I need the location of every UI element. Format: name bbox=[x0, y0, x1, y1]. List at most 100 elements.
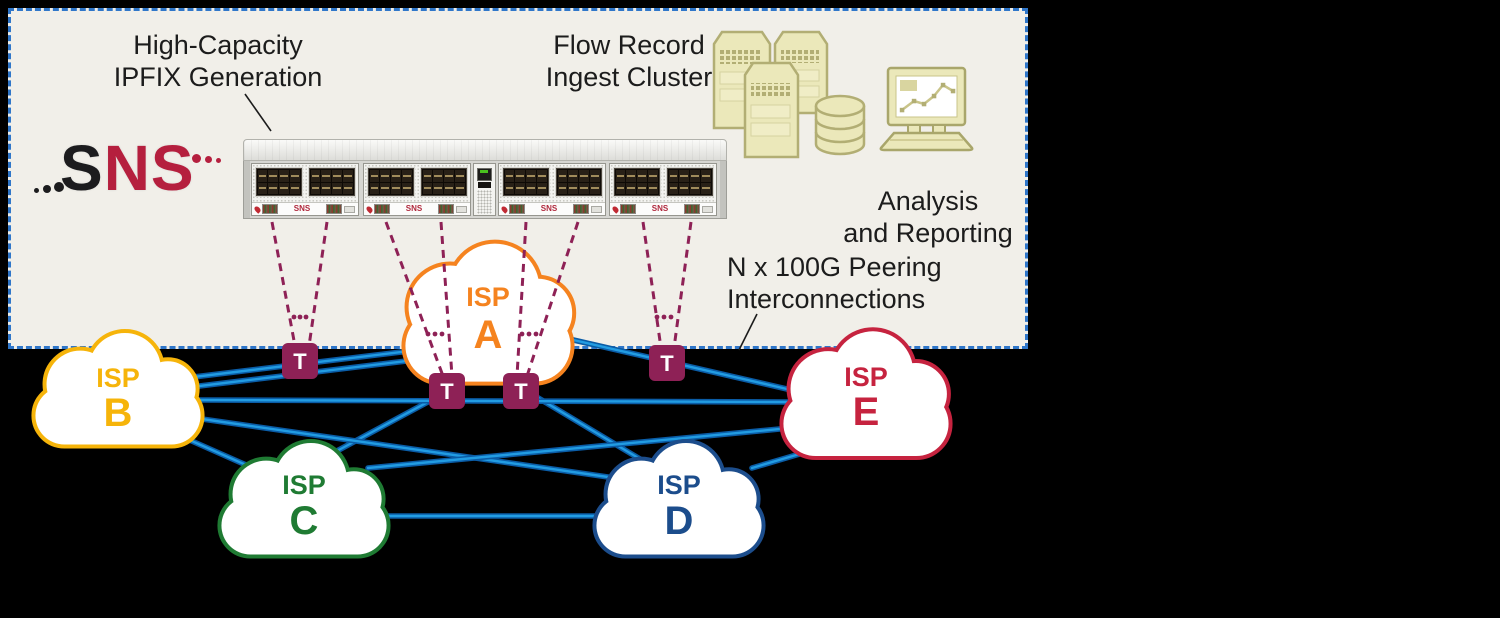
tap-box bbox=[649, 345, 685, 381]
link-A-C bbox=[332, 372, 481, 455]
link-core bbox=[503, 376, 647, 464]
cloud-fill bbox=[783, 391, 949, 457]
link-core bbox=[198, 398, 790, 404]
qsfp-port bbox=[526, 170, 536, 182]
ipfix-switch-appliance: SNS SNS SNS SNS bbox=[243, 139, 727, 219]
brand-flame-icon bbox=[500, 204, 509, 214]
qsfp-port bbox=[579, 170, 589, 182]
mini-brand-label: SNS bbox=[540, 204, 558, 213]
cloud-outline bbox=[228, 456, 304, 532]
qsfp-port bbox=[700, 170, 711, 182]
tap-label: T bbox=[293, 349, 307, 374]
qsfp-port bbox=[579, 182, 589, 194]
cloud-outline bbox=[136, 357, 200, 421]
mini-brand-label: SNS bbox=[293, 204, 311, 213]
link-B-D bbox=[192, 415, 618, 481]
vent-holes bbox=[477, 190, 492, 214]
logo-dot bbox=[216, 158, 221, 163]
qsfp-port bbox=[557, 170, 568, 182]
link-core bbox=[366, 426, 792, 470]
peering-label-line2: Interconnections bbox=[727, 283, 926, 314]
link-A-B bbox=[155, 350, 476, 394]
logo-dot bbox=[54, 182, 64, 192]
cloud-letter: E bbox=[853, 390, 880, 434]
tap-label: T bbox=[514, 379, 528, 404]
qsfp-port bbox=[557, 182, 568, 194]
qsfp-port bbox=[257, 182, 268, 194]
cloud-fill bbox=[326, 471, 382, 527]
cloud-outline bbox=[42, 346, 118, 422]
switch-port-module: SNS bbox=[609, 163, 717, 216]
qsfp-port bbox=[647, 182, 658, 194]
cloud-outline bbox=[270, 438, 351, 519]
peering-links bbox=[149, 333, 823, 519]
cloud-letter: B bbox=[104, 391, 133, 435]
module-label-strip: SNS bbox=[252, 202, 358, 215]
peering-interconnections-label: N x 100G Peering Interconnections bbox=[727, 252, 942, 316]
optical-tap: T bbox=[503, 373, 539, 409]
qsfp-port bbox=[568, 182, 578, 194]
qsfp-port bbox=[369, 182, 380, 194]
qsfp-port bbox=[454, 182, 465, 194]
qsfp-port bbox=[647, 170, 658, 182]
qsfp-port bbox=[615, 182, 626, 194]
qsfp-port-block bbox=[420, 168, 467, 196]
qsfp-port bbox=[391, 170, 401, 182]
server-cluster-icon bbox=[708, 26, 868, 166]
module-label-strip: SNS bbox=[610, 202, 716, 215]
cloud-fill bbox=[790, 351, 866, 427]
module-tag bbox=[344, 205, 355, 213]
qsfp-port bbox=[433, 170, 443, 182]
qsfp-port bbox=[536, 182, 547, 194]
status-led-grid bbox=[684, 204, 700, 214]
qsfp-port bbox=[289, 170, 300, 182]
qsfp-port bbox=[279, 170, 289, 182]
qsfp-port bbox=[422, 170, 433, 182]
cloud-label: ISP bbox=[96, 363, 140, 393]
cloud-fill bbox=[649, 442, 722, 515]
tap-box bbox=[503, 373, 539, 409]
qsfp-port bbox=[589, 170, 600, 182]
cloud-outline bbox=[592, 492, 766, 559]
logo-dot bbox=[43, 185, 51, 193]
link-A-D bbox=[502, 375, 648, 465]
link-core bbox=[183, 436, 264, 474]
qsfp-port-block bbox=[255, 168, 302, 196]
cloud-outline bbox=[645, 438, 726, 519]
qsfp-port bbox=[279, 182, 289, 194]
tap-box bbox=[429, 373, 465, 409]
mgmt-ethernet-port bbox=[477, 168, 492, 181]
qsfp-port bbox=[332, 182, 342, 194]
cloud-label: ISP bbox=[844, 362, 888, 392]
status-led-grid bbox=[326, 204, 342, 214]
status-led-grid bbox=[262, 204, 278, 214]
qsfp-port bbox=[289, 182, 300, 194]
brand-flame-icon bbox=[365, 204, 374, 214]
switch-mgmt-section bbox=[473, 163, 496, 216]
logo-dot bbox=[205, 156, 212, 163]
optical-tap: T bbox=[429, 373, 465, 409]
link-core bbox=[750, 446, 822, 470]
switch-port-module: SNS bbox=[363, 163, 471, 216]
cloud-outline bbox=[217, 492, 391, 559]
cloud-fill bbox=[35, 386, 201, 445]
ingest-label-line1: Flow Record bbox=[553, 30, 705, 60]
analysis-label-line1: Analysis bbox=[877, 186, 979, 216]
module-label-strip: SNS bbox=[499, 202, 605, 215]
qsfp-port bbox=[589, 182, 600, 194]
qsfp-port-block bbox=[613, 168, 660, 196]
qsfp-port-block bbox=[367, 168, 414, 196]
cloud-fill bbox=[884, 362, 947, 426]
qsfp-port-block bbox=[502, 168, 549, 196]
database-cylinder-icon bbox=[814, 94, 866, 156]
module-tag bbox=[591, 205, 602, 213]
qsfp-port bbox=[401, 182, 412, 194]
cloud-outline bbox=[880, 358, 951, 430]
qsfp-port bbox=[422, 182, 433, 194]
qsfp-port bbox=[268, 170, 278, 182]
mini-brand-label: SNS bbox=[405, 204, 423, 213]
link-B-E bbox=[197, 397, 791, 405]
qsfp-port-block bbox=[555, 168, 602, 196]
qsfp-port bbox=[257, 170, 268, 182]
cloud-letter: C bbox=[290, 499, 319, 543]
